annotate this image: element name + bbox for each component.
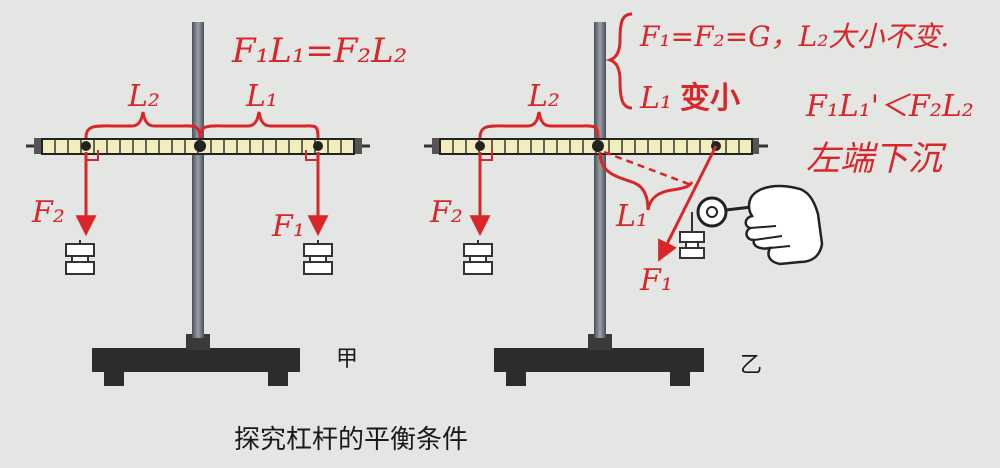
lever-right [424, 138, 768, 155]
arm-label-l2-right: L₂ [527, 79, 560, 114]
stand-base-left [92, 348, 300, 372]
weight-left [65, 240, 95, 275]
hand-pulling-spring-scale [696, 184, 824, 266]
caption: 探究杠杆的平衡条件 [234, 425, 468, 455]
spring-scale-weight [679, 212, 705, 259]
stand-base-right [494, 348, 704, 372]
figure-label-right: 乙 [740, 353, 762, 378]
weight-right-figure [463, 240, 493, 275]
notes-curly-brace [605, 12, 633, 110]
stand-foot-left-a [104, 372, 124, 386]
note-line-2-prefix: L₁ [639, 81, 672, 116]
stand-rod-right [594, 22, 606, 338]
force-label-f1-left: F₁ [271, 209, 305, 244]
note-line-3: F₁L₁'＜F₂L₂ [805, 89, 974, 124]
brace-l2-right [478, 111, 600, 139]
figure-left: F₁L₁=F₂L₂ L₂ L₁ F₂ F₁ 甲 [26, 22, 407, 386]
weight-right-left-figure [303, 240, 333, 275]
slanted-arm-brace [598, 151, 694, 211]
formula-left: F₁L₁=F₂L₂ [231, 31, 407, 71]
stand-foot-right-a [506, 372, 526, 386]
stand-rod-left [192, 22, 204, 338]
moment-arm-dashed [603, 150, 695, 188]
arm-label-l1-left: L₁ [245, 79, 278, 114]
brace-l2-left [84, 111, 202, 139]
slanted-arm-label: L₁ [615, 199, 648, 234]
figure-label-left: 甲 [336, 347, 358, 372]
force-label-f2-right: F₂ [429, 195, 463, 230]
force-label-f2-left: F₂ [31, 195, 65, 230]
note-line-1: F₁=F₂=G，L₂大小不变. [639, 20, 949, 53]
figure-right: L₂ F₂ L₁ F₁ [424, 12, 974, 386]
arm-label-l2-left: L₂ [127, 79, 160, 114]
pull-force-line [658, 145, 718, 262]
note-line-4: 左端下沉 [806, 139, 947, 179]
pull-force-label: F₁ [639, 263, 673, 298]
lever-left [26, 138, 370, 155]
note-line-2-emphasis: 变小 [680, 81, 740, 116]
brace-l1-left [198, 111, 320, 139]
stand-foot-left-b [268, 372, 288, 386]
stand-foot-right-b [670, 372, 690, 386]
pivot-left [194, 140, 206, 152]
pivot-right [592, 140, 604, 152]
